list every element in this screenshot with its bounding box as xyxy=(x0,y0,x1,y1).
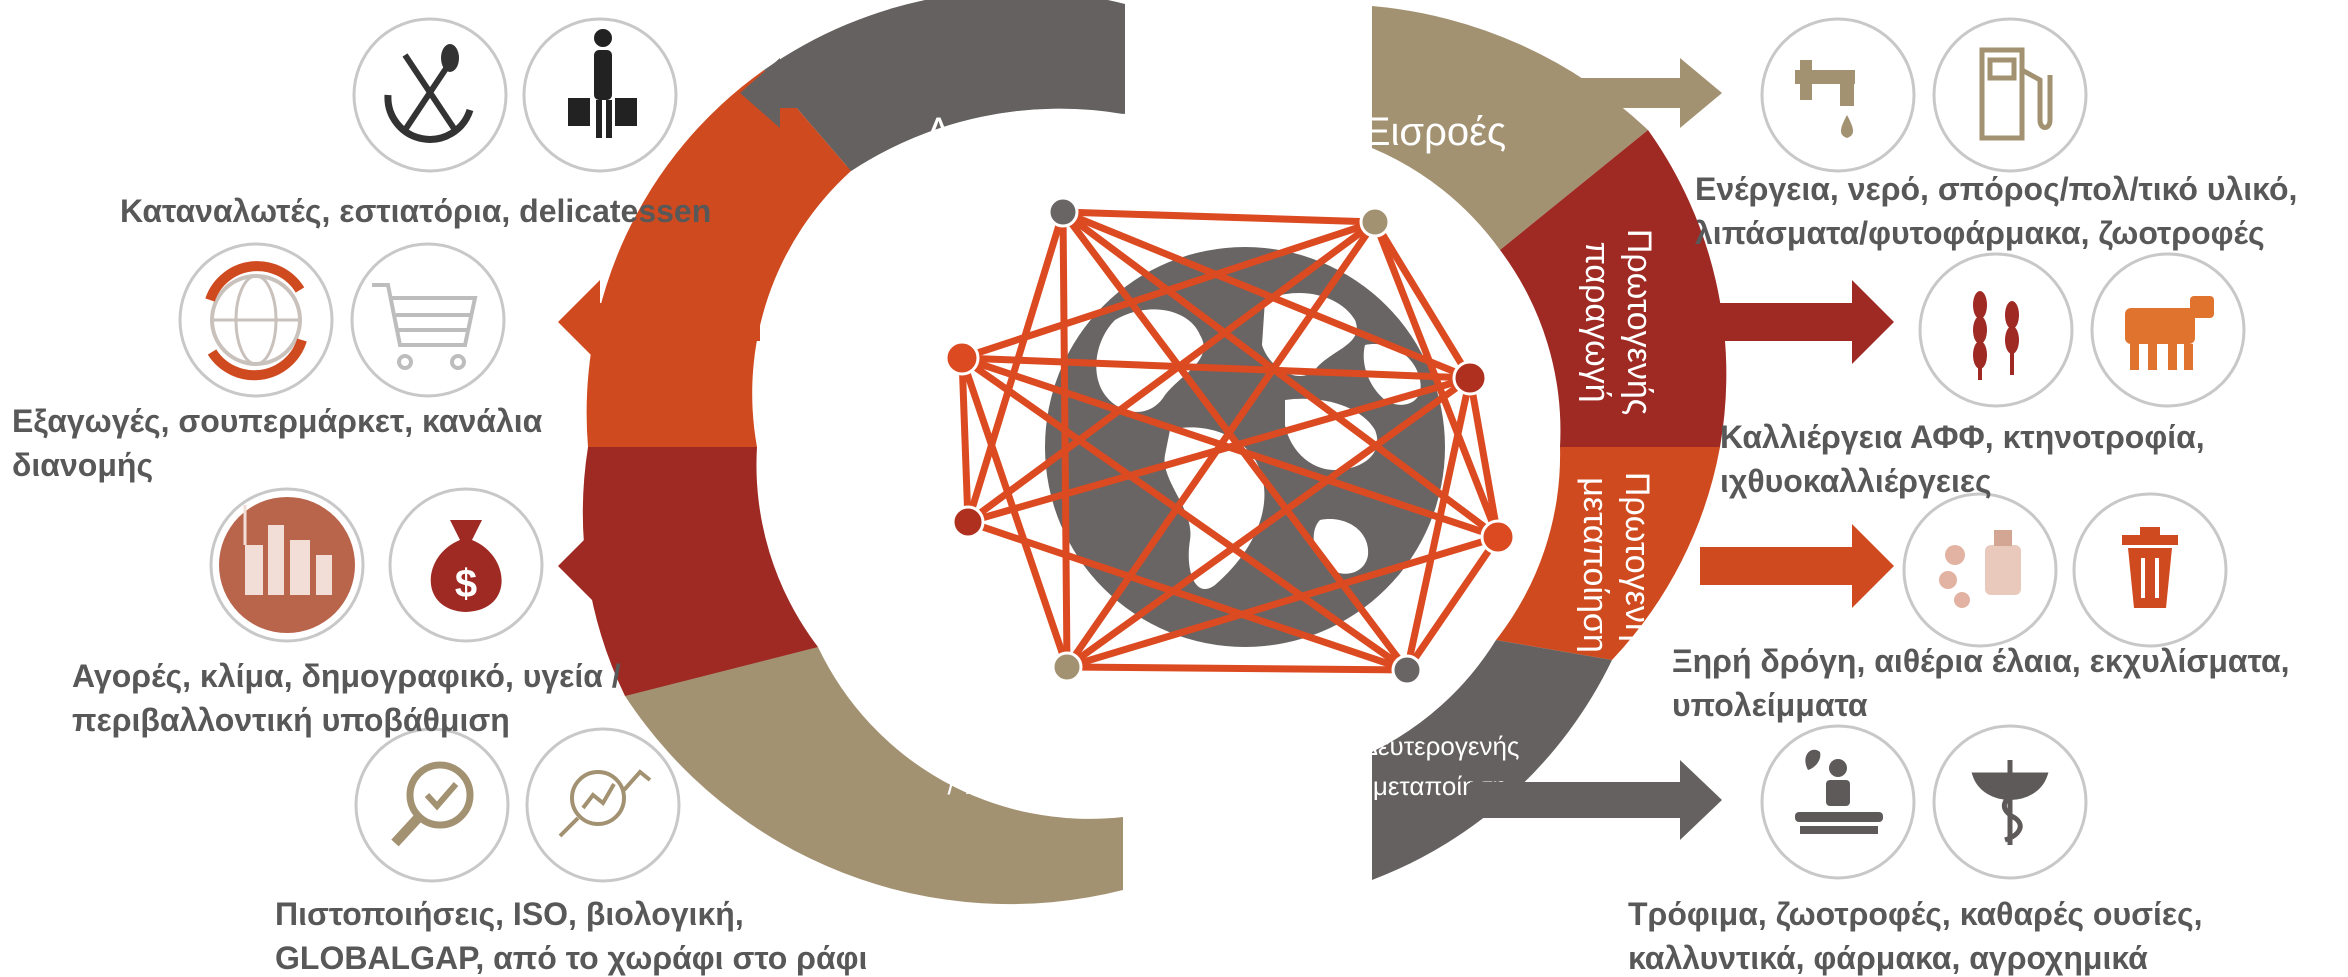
arrows xyxy=(558,58,1894,840)
svg-text:$: $ xyxy=(455,562,477,606)
caption-distribution: Εξαγωγές, σουπερμάρκετ, κανάλια διανομής xyxy=(12,403,551,483)
caption-retail: Καταναλωτές, εστιατόρια, delicatessen xyxy=(120,193,711,229)
city-environment-icon xyxy=(219,497,355,633)
wheat-icon xyxy=(1973,291,2019,380)
ring-label-retail: Λιανική xyxy=(925,110,1055,154)
ring-label-inputs: Εισροές xyxy=(1364,110,1506,154)
caption-distribution-line2: διανομής xyxy=(12,447,153,483)
captions: Καταναλωτές, εστιατόρια, delicatessen Εξ… xyxy=(12,171,2306,976)
ring-label-secondary-processing-line1: Δευτερογενής xyxy=(1361,731,1520,761)
ring-segment-distribution xyxy=(586,70,851,447)
caption-inputs-line1: Ενέργεια, νερό, σπόρος/πολ/τικό υλικό, xyxy=(1695,171,2297,207)
network-node xyxy=(1480,519,1516,555)
caption-distribution-line1: Εξαγωγές, σουπερμάρκετ, κανάλια xyxy=(12,403,543,439)
caption-trends: Αγορές, κλίμα, δημογραφικό, υγεία / περι… xyxy=(72,658,630,738)
caption-secondary-processing: Τρόφιμα, ζωοτροφές, καθαρές ουσίες, καλλ… xyxy=(1628,896,2211,976)
network-node xyxy=(1047,196,1079,228)
caption-primary-production-line1: Καλλιέργεια ΑΦΦ, κτηνοτροφία, xyxy=(1720,419,2205,455)
network-nodes xyxy=(944,196,1516,686)
ring-segment-inputs xyxy=(1372,6,1648,250)
ring-label-traceability-line2: / ποιότητα xyxy=(948,769,1073,800)
shopper-bags-icon xyxy=(568,29,637,138)
money-bag-icon: $ xyxy=(430,520,502,612)
arrow-secondary-processing xyxy=(1470,760,1722,840)
ring-label-trends-line1: Παγκόσμιες xyxy=(813,472,851,648)
caption-trends-line2: περιβαλλοντική υποβάθμιση xyxy=(72,702,510,738)
ring-label-distribution: Διανομή xyxy=(839,251,912,403)
network-node xyxy=(1359,206,1391,238)
arrow-traceability xyxy=(740,760,855,840)
ring-segment-primary-production xyxy=(1500,130,1727,447)
caption-primary-processing-line2: υπολείμματα xyxy=(1672,687,1868,723)
water-tap-icon-frame xyxy=(1760,17,1916,173)
cutlery-icon xyxy=(384,44,474,143)
ring-segment-primary-processing xyxy=(1496,447,1720,660)
arrow-primary-production xyxy=(1700,280,1894,364)
trash-bin-icon xyxy=(2122,527,2178,608)
network-node xyxy=(1391,654,1423,686)
globe-arrows-icon xyxy=(205,261,307,381)
cow-icon xyxy=(2125,296,2214,370)
ring-segment-traceability xyxy=(625,647,1123,905)
herbal-oil-bottle-icon xyxy=(1939,530,2021,608)
caption-primary-production-line2: ιχθυοκαλλιέργειες xyxy=(1720,463,1992,499)
caption-traceability-line1: Πιστοποιήσεις, ISO, βιολογική, xyxy=(275,896,744,932)
ring-segment-secondary-processing xyxy=(1372,640,1612,880)
ring-label-traceability-line1: Ιχνηλασιμότητα xyxy=(915,727,1105,758)
caption-secondary-processing-line1: Τρόφιμα, ζωοτροφές, καθαρές ουσίες, xyxy=(1628,896,2203,932)
arrow-primary-processing xyxy=(1700,524,1894,608)
pharmacy-caduceus-icon xyxy=(1971,760,2049,845)
ring-label-primary-processing-line2: μεταποίηση xyxy=(1576,477,1614,653)
magnifier-check-icon-frame xyxy=(354,727,510,883)
water-tap-icon xyxy=(1795,60,1855,138)
shopping-cart-icon xyxy=(372,283,478,370)
fuel-pump-icon xyxy=(1979,47,2053,141)
ring-label-primary-production-line1: Πρωτογενής xyxy=(1620,229,1658,415)
network-node xyxy=(944,340,980,376)
central-ring xyxy=(582,0,1727,905)
wheat-icon-frame xyxy=(1918,252,2074,408)
network-lines xyxy=(958,208,1502,674)
caption-retail-line1: Καταναλωτές, εστιατόρια, delicatessen xyxy=(120,193,711,229)
arrow-trends xyxy=(558,524,760,608)
shopping-cart-icon-frame xyxy=(350,242,506,398)
ring-label-trends-line2: τάσεις xyxy=(855,514,893,607)
ring-label-primary-production-line2: παραγωγή xyxy=(1578,241,1616,402)
massage-spa-icon xyxy=(1795,749,1883,834)
arrow-distribution xyxy=(558,280,760,364)
ring-label-primary-processing-line1: Πρωτογενής xyxy=(1618,472,1656,658)
network-node xyxy=(1452,360,1488,396)
herbal-oil-bottle-icon-frame xyxy=(1902,492,2058,648)
caption-trends-line1: Αγορές, κλίμα, δημογραφικό, υγεία / xyxy=(72,658,621,694)
caption-primary-production: Καλλιέργεια ΑΦΦ, κτηνοτροφία, ιχθυοκαλλι… xyxy=(1720,419,2214,499)
magnifier-check-icon xyxy=(391,761,474,847)
caption-primary-processing-line1: Ξηρή δρόγη, αιθέρια έλαια, εκχυλίσματα, xyxy=(1672,643,2290,679)
world-globe-icon xyxy=(1045,247,1445,647)
arrow-retail xyxy=(740,58,845,128)
caption-traceability: Πιστοποιήσεις, ISO, βιολογική, GLOBALGAP… xyxy=(275,896,867,976)
caption-inputs-line2: λιπάσματα/φυτοφάρμακα, ζωοτροφές xyxy=(1695,215,2265,251)
fuel-pump-icon-frame xyxy=(1932,17,2088,173)
caption-secondary-processing-line2: καλλυντικά, φάρμακα, αγροχημικά xyxy=(1628,940,2148,976)
caption-inputs: Ενέργεια, νερό, σπόρος/πολ/τικό υλικό, λ… xyxy=(1695,171,2306,251)
arrow-inputs xyxy=(1470,58,1722,128)
caption-traceability-line2: GLOBALGAP, από το χωράφι στο ράφι xyxy=(275,940,867,976)
network-node xyxy=(951,505,985,539)
data-analysis-icon xyxy=(558,769,652,838)
caption-primary-processing: Ξηρή δρόγη, αιθέρια έλαια, εκχυλίσματα, … xyxy=(1672,643,2298,723)
network-node xyxy=(1051,651,1083,683)
